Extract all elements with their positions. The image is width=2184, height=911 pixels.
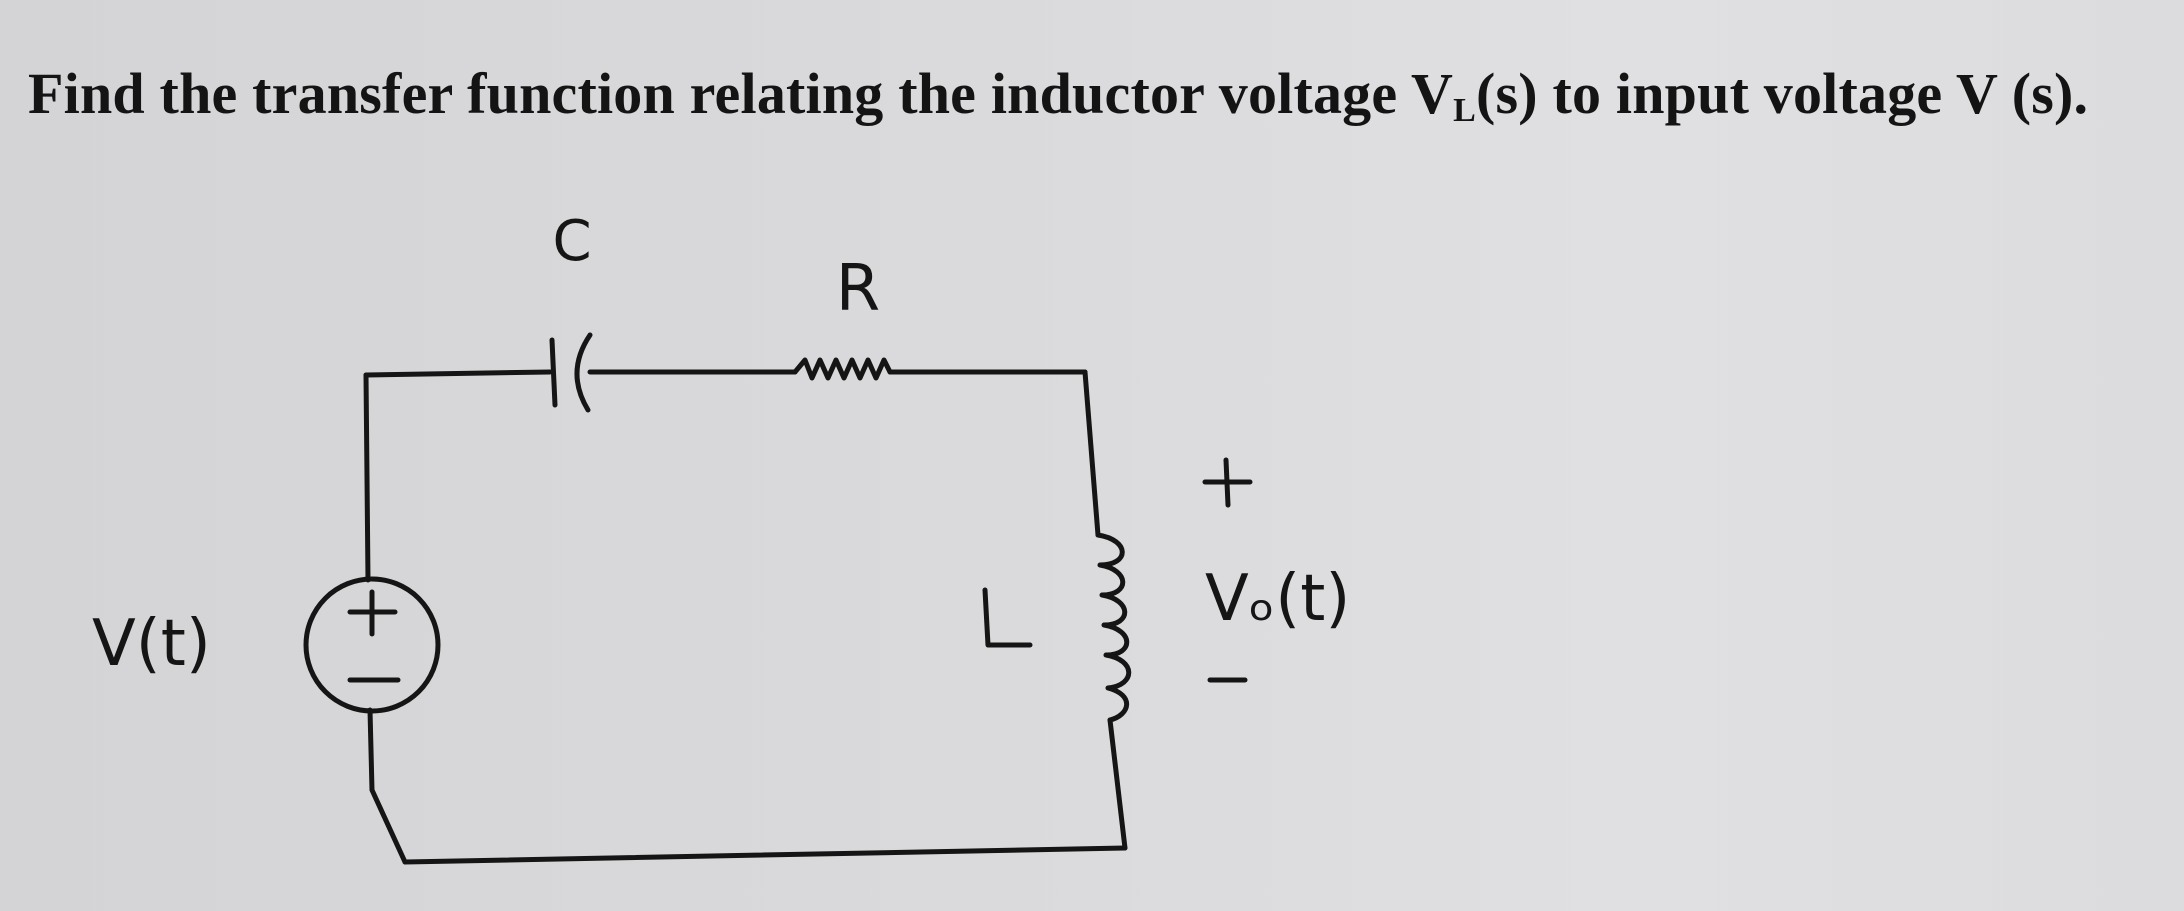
voltage-source-circle xyxy=(303,576,441,714)
wire-right-lower xyxy=(1107,717,1128,851)
question-suffix: (s) to input voltage V (s). xyxy=(1475,61,2089,126)
capacitor-plate-left xyxy=(549,337,558,408)
wire-left-upper xyxy=(363,372,371,583)
source-label: V(t) xyxy=(92,607,211,681)
question-prefix: Find the transfer function relating the … xyxy=(28,61,1454,126)
wire-left-lower xyxy=(367,707,408,865)
output-label: Vₒ(t) xyxy=(1205,562,1350,636)
source-plus-sign xyxy=(347,589,398,637)
inductor-label-glyph xyxy=(982,587,1033,648)
wire-right-upper xyxy=(1082,369,1101,538)
wire-top-left xyxy=(363,369,553,378)
resistor-label: R xyxy=(836,252,880,326)
wire-bottom xyxy=(402,845,1128,865)
question-text: Find the transfer function relating the … xyxy=(28,60,2088,130)
output-plus-glyph xyxy=(1202,457,1253,508)
capacitor-plate-right xyxy=(574,332,593,413)
capacitor-label: C xyxy=(552,209,591,274)
question-subscript: L xyxy=(1453,92,1476,129)
resistor-symbol xyxy=(792,357,893,381)
inductor-symbol xyxy=(1095,532,1132,723)
